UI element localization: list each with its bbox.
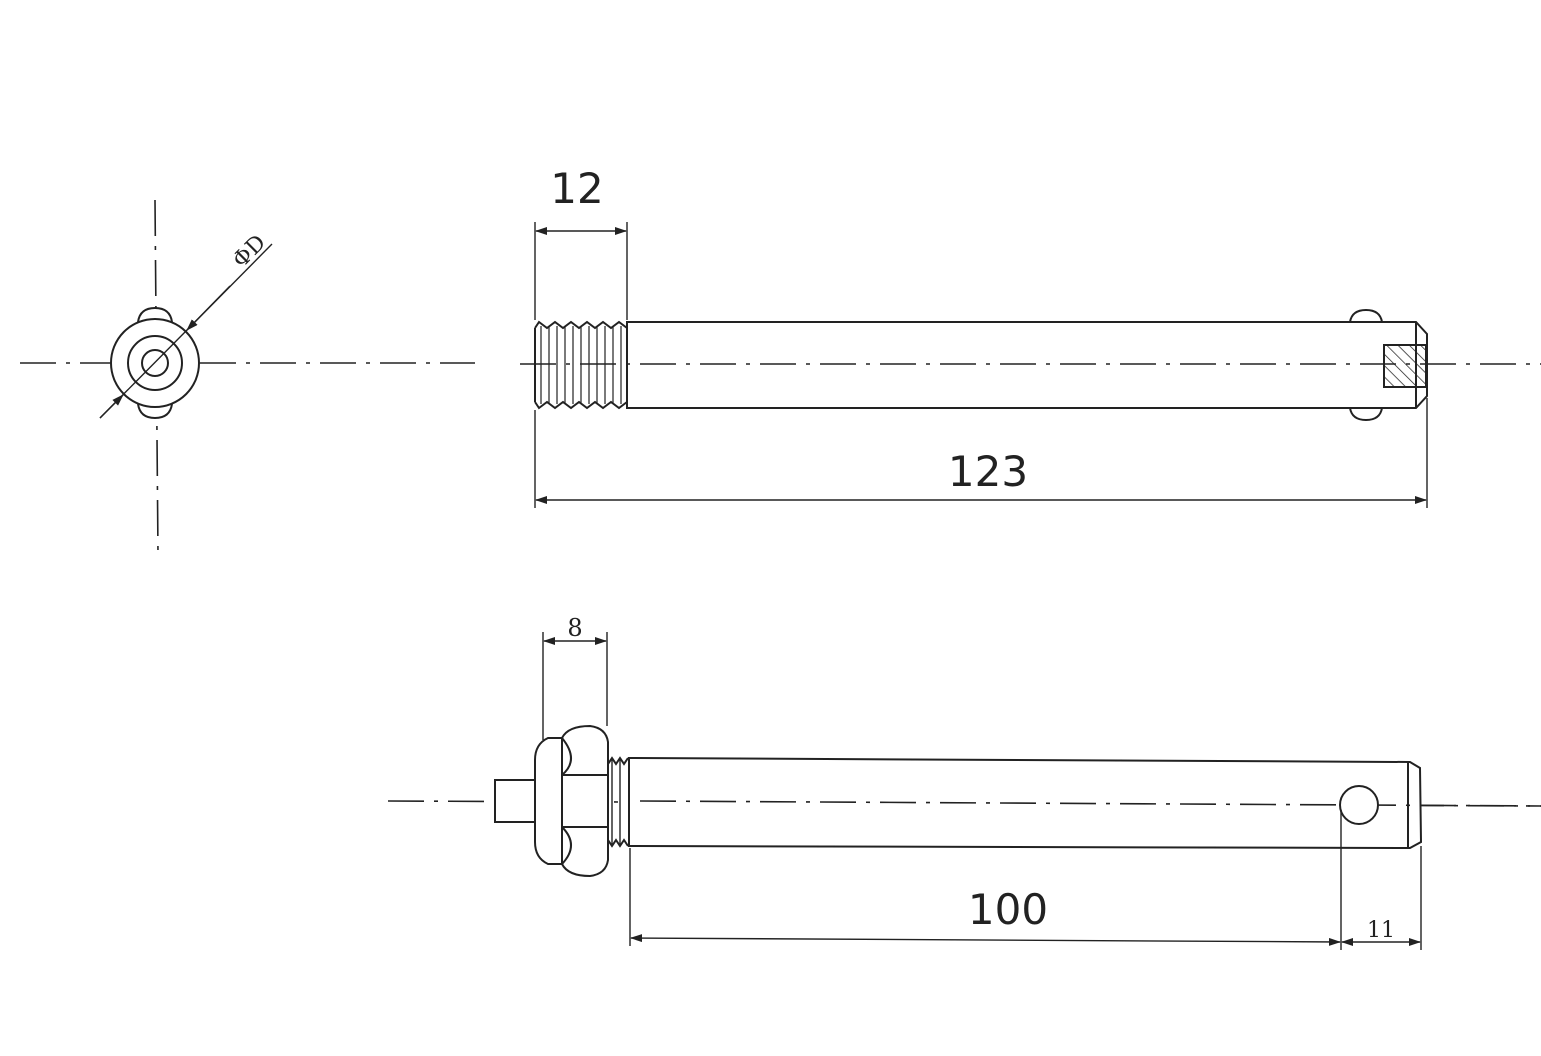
pin-stub <box>494 779 541 823</box>
hatched-section <box>1383 344 1427 388</box>
hex-nut-face-bottom <box>561 826 572 865</box>
cross-hole-top <box>1348 308 1384 323</box>
cross-hole-bottom <box>1348 407 1384 422</box>
diameter-leader-line <box>99 243 273 419</box>
short-thread-top <box>607 756 629 766</box>
dim-pin-length: 100 <box>968 885 1048 934</box>
short-thread-bottom <box>607 838 629 848</box>
thread-outline-bottom <box>534 400 628 410</box>
end-view-bottom-lug <box>137 403 173 420</box>
dim-overall-length: 123 <box>948 447 1028 496</box>
diameter-label: ΦD <box>228 230 271 273</box>
washer <box>534 737 563 865</box>
pin-body <box>626 321 1428 409</box>
end-view-middle-circle <box>127 335 183 391</box>
thread-outline-top <box>534 320 628 330</box>
hex-nut-face-top <box>561 737 572 776</box>
dim-thread-length: 12 <box>550 164 603 213</box>
hex-nut <box>561 724 609 878</box>
thread-lines <box>540 326 622 404</box>
diameter-arrow-upper <box>186 285 231 331</box>
diameter-arrow-lower <box>99 394 124 419</box>
dim-nut-width: 8 <box>567 614 582 642</box>
end-view-top-lug <box>137 306 173 323</box>
top-view: 12 123 <box>520 164 1541 508</box>
lower-cross-hole <box>1339 785 1379 825</box>
end-view-inner-circle <box>141 349 169 377</box>
dim-hole-offset: 11 <box>1367 918 1395 943</box>
end-view: ΦD <box>20 199 475 556</box>
dim-100-line <box>630 934 1341 946</box>
bottom-view-centerline-over <box>639 800 1541 807</box>
bottom-view: 8 100 11 <box>387 614 1541 950</box>
